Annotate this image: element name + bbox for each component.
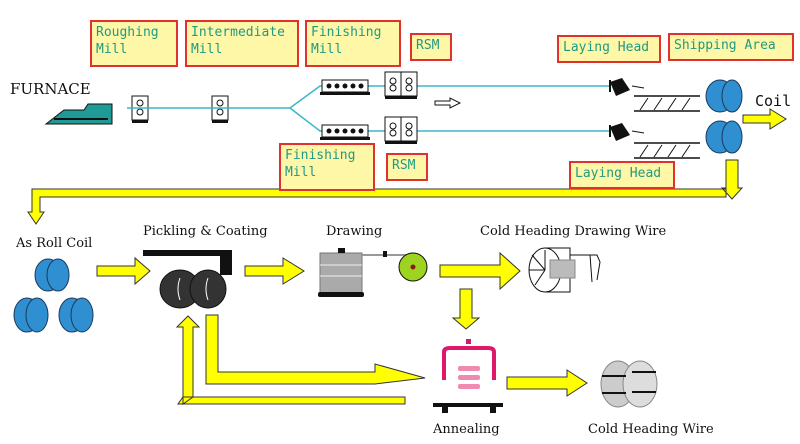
laying-head-bottom-icon — [609, 123, 700, 159]
cold-heading-wire-icon — [600, 360, 658, 408]
rsm-top-icon — [384, 71, 418, 99]
pickling-tank-icon — [143, 250, 232, 309]
label-roughing-mill: Roughing Mill — [90, 20, 178, 67]
coil-label: Coil — [755, 92, 792, 110]
laying-head-top-icon — [609, 78, 700, 112]
arrow-pickling-to-annealing — [205, 314, 426, 385]
label-intermediate-mill: Intermediate Mill — [185, 20, 299, 67]
finishing-block-top-icon — [320, 79, 370, 95]
cold-heading-wire-label: Cold Heading Wire — [588, 422, 714, 437]
rolling-line — [127, 85, 610, 132]
furnace-label: FURNACE — [10, 80, 91, 98]
label-rsm-bottom: RSM — [386, 153, 428, 181]
arrow-annealing-to-chw — [506, 369, 588, 397]
label-laying-head-top: Laying Head — [557, 35, 661, 63]
arrow-coil-to-pickling — [96, 256, 151, 286]
arrow-drawing-to-chdw — [439, 251, 521, 291]
pickling-coating-label: Pickling & Coating — [143, 224, 268, 239]
arrow-annealing-to-pickling — [175, 315, 406, 405]
arrow-pickling-to-drawing — [244, 257, 305, 285]
label-finishing-mill-bottom: Finishing Mill — [279, 143, 375, 191]
coil-stack-icon — [705, 79, 743, 154]
drawing-label: Drawing — [326, 224, 383, 239]
finishing-block-bottom-icon — [320, 124, 370, 140]
coil-out-arrow — [742, 108, 787, 130]
label-shipping-area: Shipping Area — [668, 33, 794, 61]
furnace-icon — [44, 103, 113, 125]
return-arrow — [27, 159, 744, 225]
label-laying-head-bottom: Laying Head — [569, 161, 675, 189]
drawing-machine-icon — [318, 248, 428, 297]
as-roll-coil-label: As Roll Coil — [16, 236, 93, 251]
cold-heading-drawing-wire-icon — [528, 247, 601, 293]
arrow-drawing-to-annealing — [451, 288, 481, 330]
label-finishing-mill-top: Finishing Mill — [305, 20, 401, 67]
annealing-furnace-icon — [433, 339, 503, 413]
rsm-bottom-icon — [384, 116, 418, 144]
label-rsm-top: RSM — [410, 33, 452, 61]
as-roll-coil-icon — [13, 258, 94, 333]
direction-arrow-icon — [434, 97, 462, 109]
cold-heading-drawing-wire-label: Cold Heading Drawing Wire — [480, 224, 667, 239]
annealing-label: Annealing — [433, 422, 500, 437]
intermediate-stand-icon — [211, 95, 229, 123]
roughing-stand-icon — [131, 95, 149, 123]
